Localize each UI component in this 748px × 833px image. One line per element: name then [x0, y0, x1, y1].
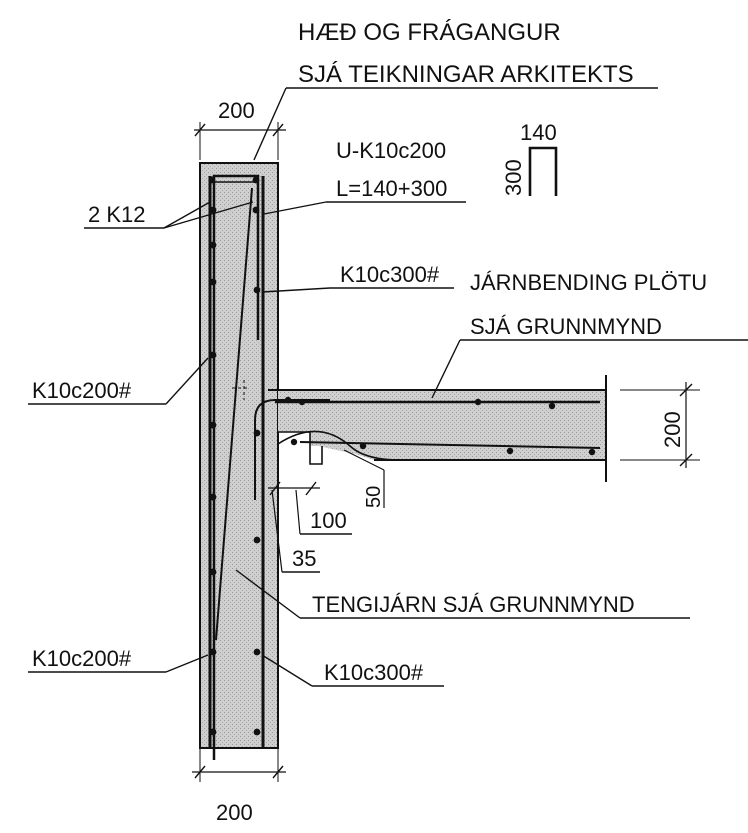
- title-line1: HÆÐ OG FRÁGANGUR: [298, 19, 561, 46]
- outer-mesh-upper: K10c200#: [32, 378, 132, 403]
- top-bars-leader: [163, 201, 211, 229]
- top-bars-leader: [163, 201, 254, 229]
- outer-mesh-upper-leader: [165, 357, 209, 405]
- dim-bottom: [192, 748, 286, 782]
- offset-leader: [271, 489, 283, 573]
- dim-bottom-text: 200: [216, 800, 253, 825]
- outer-mesh-lower: K10c200#: [32, 646, 132, 671]
- dim-slab: [620, 382, 700, 468]
- dowels-leader: [235, 569, 301, 619]
- hook-height: 300: [501, 159, 526, 196]
- outer-mesh-lower-leader: [165, 654, 209, 673]
- recess-depth-leader: [343, 449, 385, 471]
- dowels-label: TENGIJÁRN SJÁ GRUNNMYND: [312, 592, 635, 617]
- title-leader: [253, 87, 287, 161]
- recess-depth: 50: [363, 486, 385, 508]
- dim-recess: [268, 481, 320, 496]
- slab-rebar: [275, 400, 601, 449]
- inner-mesh-upper-leader: [261, 287, 331, 293]
- slab-thickness: 200: [660, 411, 685, 448]
- inner-mesh-lower: K10c300#: [324, 660, 424, 685]
- wall-concrete: [199, 162, 279, 749]
- slab-concrete: [268, 375, 607, 482]
- hook-width: 140: [520, 120, 557, 145]
- stirrup-spec: U-K10c200: [336, 138, 446, 163]
- dim-top-text: 200: [218, 98, 255, 123]
- dim-top: [194, 122, 286, 160]
- slab-rebar-line2: SJÁ GRUNNMYND: [470, 314, 662, 339]
- stirrup-leader: [263, 201, 327, 215]
- rebar-dots: [208, 176, 596, 736]
- slab-rebar-line1: JÁRNBENDING PLÖTU: [470, 270, 707, 295]
- hook-shape: [528, 146, 558, 196]
- title-line2: SJÁ TEIKNINGAR ARKITEKTS: [298, 61, 634, 88]
- offset: 35: [292, 546, 316, 571]
- recess-width: 100: [310, 508, 347, 533]
- stirrup-length: L=140+300: [336, 176, 447, 201]
- recess-width-leader: [295, 489, 301, 535]
- inner-mesh-upper: K10c300#: [340, 262, 440, 287]
- top-bars-label: 2 K12: [88, 202, 146, 227]
- slab-rebar-leader: [431, 339, 461, 399]
- inner-mesh-lower-leader: [261, 654, 313, 687]
